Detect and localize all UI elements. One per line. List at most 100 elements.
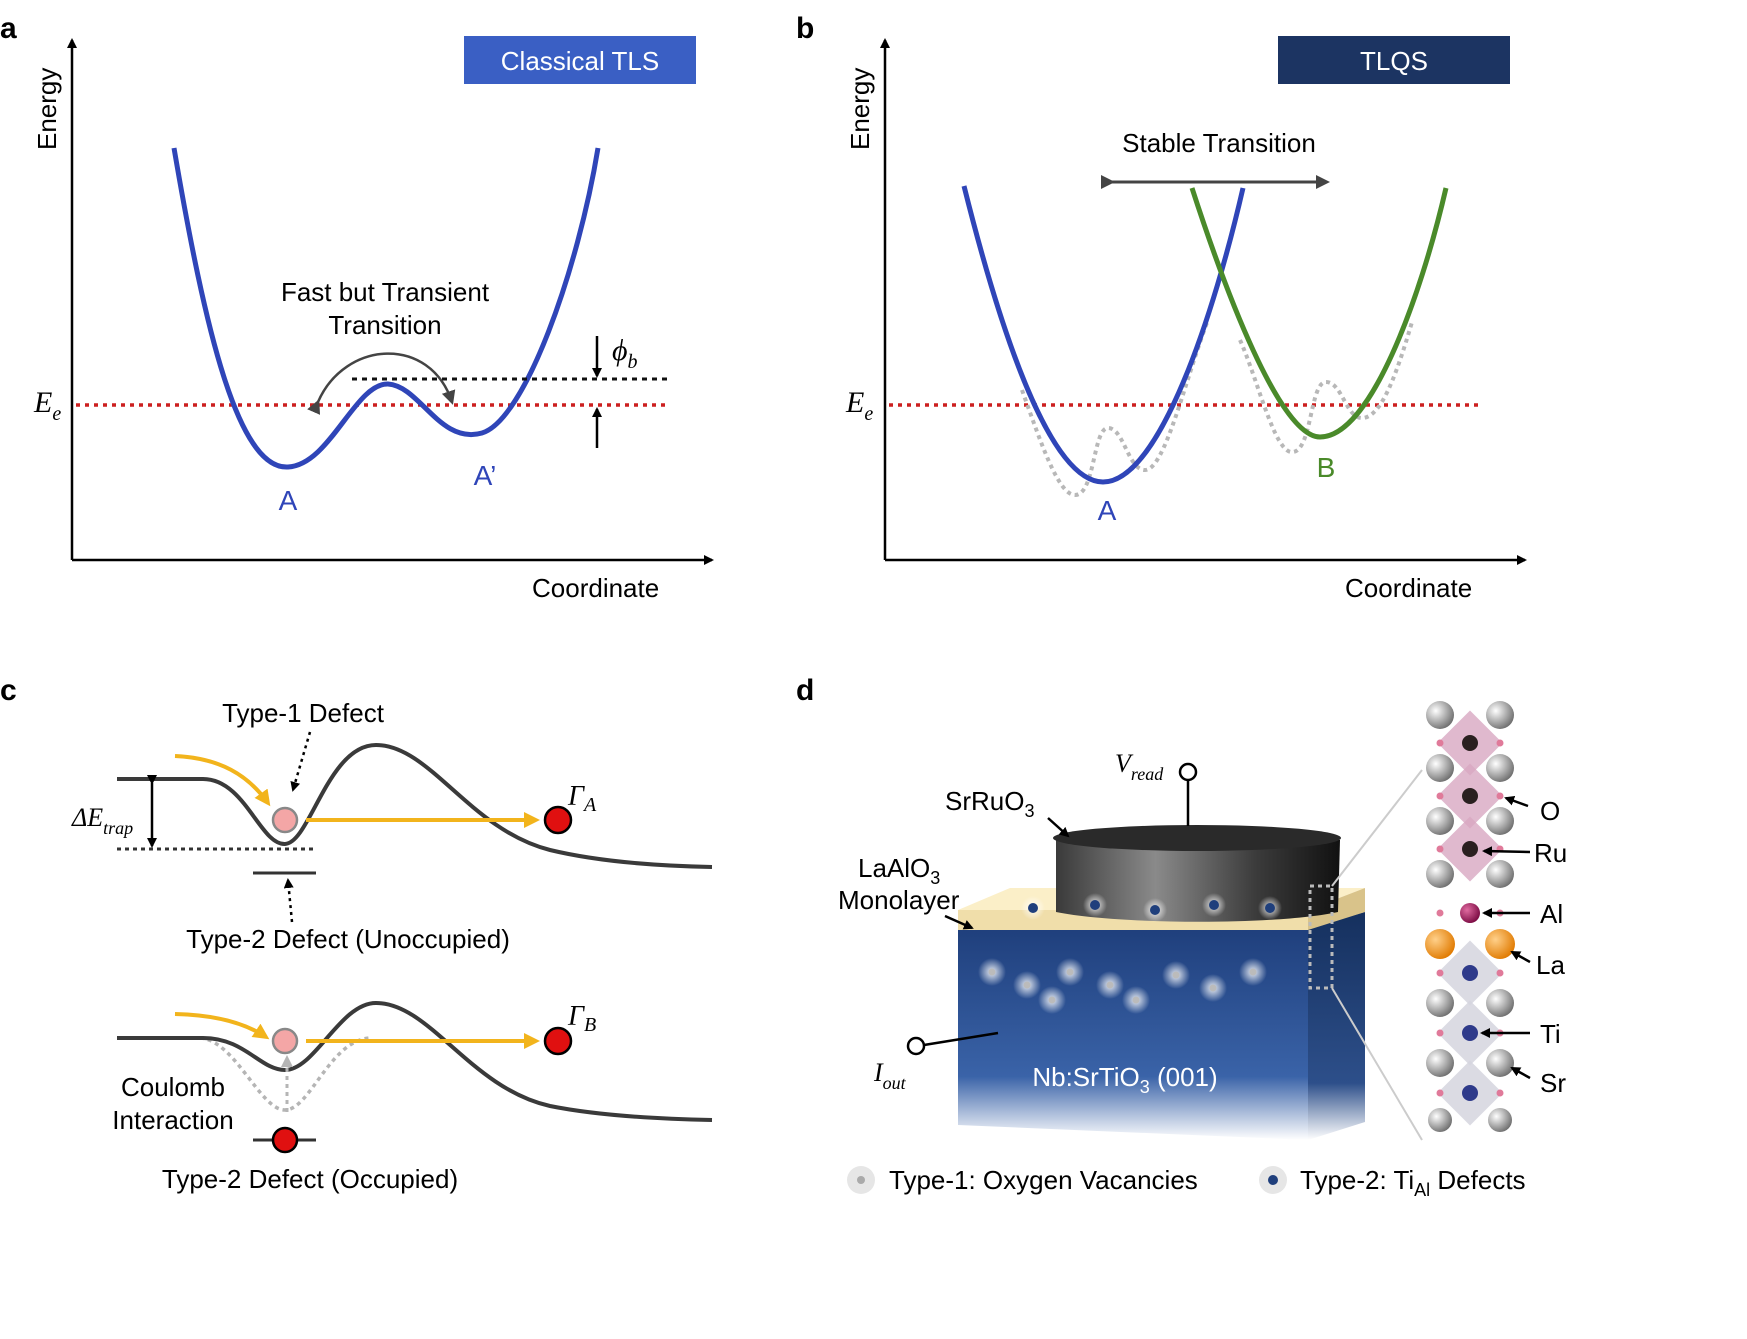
o-atom xyxy=(1436,909,1444,917)
o-atom xyxy=(1496,969,1504,977)
oxygen-vacancy xyxy=(1132,996,1140,1004)
panel-b-letter: b xyxy=(796,12,814,45)
atom-label-la: La xyxy=(1536,950,1565,980)
iout-wire xyxy=(923,1031,999,1047)
sr-atom xyxy=(1426,701,1454,729)
o-atom xyxy=(1436,845,1444,853)
atom-pointer-ru xyxy=(1482,846,1531,857)
panel-b-ee-label: Ee xyxy=(845,386,873,425)
panel-a-xlabel: Coordinate xyxy=(532,573,659,603)
panel-b-badge-label: TLQS xyxy=(1360,46,1428,76)
panel-c-type2-pointer xyxy=(283,878,294,923)
sr-atom xyxy=(1488,1108,1512,1132)
atom-label-ru: Ru xyxy=(1534,838,1567,868)
panel-a-letter: a xyxy=(0,12,17,45)
legend-vacancy-icon xyxy=(857,1176,865,1184)
lao-label: LaAlO3 xyxy=(858,853,940,888)
oxygen-vacancy xyxy=(1048,996,1056,1004)
panel-d-letter: d xyxy=(796,674,814,707)
oxygen-vacancy xyxy=(1106,981,1114,989)
o-atom xyxy=(1436,739,1444,747)
ru-atom xyxy=(1462,735,1478,751)
zoom-line-bottom xyxy=(1331,987,1423,1141)
ti-atom xyxy=(1462,965,1478,981)
panel-c-type1-pointer xyxy=(290,731,312,792)
panel-a-ylabel: Energy xyxy=(32,68,62,150)
sr-atom xyxy=(1486,701,1514,729)
lao-pointer xyxy=(944,914,974,930)
o-atom xyxy=(1436,969,1444,977)
sr-atom xyxy=(1426,860,1454,888)
o-atom xyxy=(1496,792,1504,800)
la-atom xyxy=(1485,929,1515,959)
panel-c-coulomb-line1: Coulomb xyxy=(121,1072,225,1102)
legend-type1-label: Type-1: Oxygen Vacancies xyxy=(889,1165,1198,1195)
atom-label-al: Al xyxy=(1540,899,1563,929)
zoom-region xyxy=(1308,884,1334,990)
sr-atom xyxy=(1486,989,1514,1017)
oxygen-vacancy xyxy=(1249,968,1257,976)
panel-a-well-a-prime-label: A’ xyxy=(474,460,497,491)
legend-type2-label: Type-2: TiAl Defects xyxy=(1300,1165,1526,1200)
al-atom xyxy=(1460,903,1480,923)
type2-defect xyxy=(1150,905,1160,915)
panel-c-top-capture-arrow xyxy=(174,754,271,807)
lao-label-line2: Monolayer xyxy=(838,885,960,915)
sr-atom xyxy=(1426,754,1454,782)
iout-label: Iout xyxy=(873,1058,907,1093)
zoom-line-top xyxy=(1331,769,1423,887)
panel-c-gamma-a-label: ΓA xyxy=(567,781,597,816)
oxygen-vacancy xyxy=(1209,984,1217,992)
panel-c-type2-unoccupied-label: Type-2 Defect (Unoccupied) xyxy=(186,924,510,954)
panel-c-particle-gamma-a xyxy=(543,805,573,835)
panel-a-hop-arrow xyxy=(307,352,456,415)
ti-atom xyxy=(1462,1085,1478,1101)
type1-vacancies xyxy=(978,958,1267,1014)
crystal-structure xyxy=(1425,701,1515,1132)
sr-atom xyxy=(1426,807,1454,835)
sr-atom xyxy=(1486,754,1514,782)
o-atom xyxy=(1436,1029,1444,1037)
sr-atom xyxy=(1486,1049,1514,1077)
panel-b-transition-label: Stable Transition xyxy=(1122,128,1316,158)
electrode-top xyxy=(1053,825,1341,851)
ru-atom xyxy=(1462,841,1478,857)
atom-label-ti: Ti xyxy=(1540,1019,1561,1049)
type2-defect xyxy=(1028,903,1038,913)
o-atom xyxy=(1436,792,1444,800)
panel-c-delta-label: ΔEtrap xyxy=(71,803,133,838)
oxygen-vacancy xyxy=(1066,968,1074,976)
panel-c-type1-defect-bottom xyxy=(271,1027,299,1055)
panel-a-ee-label: Ee xyxy=(33,386,61,425)
panel-b-well-b-label: B xyxy=(1317,452,1336,483)
atom-pointer-la xyxy=(1510,950,1531,964)
panel-a-phi-label: ϕb xyxy=(612,334,638,373)
panel-a-badge-label: Classical TLS xyxy=(501,46,659,76)
panel-c-bottom-ghost-curve xyxy=(199,1036,371,1112)
iout-terminal xyxy=(906,1036,926,1056)
panel-b-ylabel: Energy xyxy=(845,68,875,150)
vread-label: Vread xyxy=(1115,749,1164,784)
type2-defects xyxy=(1021,893,1282,922)
panel-b: b Energy Coordinate TLQS Ee Stable Trans… xyxy=(796,12,1527,603)
sro-label: SrRuO3 xyxy=(945,786,1034,821)
panel-a: a Energy Coordinate Classical TLS Ee Fas… xyxy=(0,12,714,603)
panel-b-badge xyxy=(1278,36,1510,84)
vread-terminal xyxy=(1178,762,1198,782)
panel-b-ghost-double-well-a xyxy=(1020,319,1210,498)
type2-defect xyxy=(1265,903,1275,913)
atom-pointer-sr xyxy=(1510,1066,1531,1080)
panel-b-xlabel: Coordinate xyxy=(1345,573,1472,603)
panel-c-type1-defect-top xyxy=(271,806,299,834)
panel-a-annotation-line1: Fast but Transient xyxy=(281,277,490,307)
sr-atom xyxy=(1486,807,1514,835)
legend-tial-icon xyxy=(1268,1175,1278,1185)
la-atom xyxy=(1425,929,1455,959)
atom-label-sr: Sr xyxy=(1540,1068,1566,1098)
panel-b-well-b-curve xyxy=(1189,187,1449,440)
atom-label-o: O xyxy=(1540,796,1560,826)
sr-atom xyxy=(1486,860,1514,888)
ru-atom xyxy=(1462,788,1478,804)
panel-a-double-well-curve xyxy=(171,147,601,470)
panel-c-bottom-capture-arrow xyxy=(174,1012,270,1040)
